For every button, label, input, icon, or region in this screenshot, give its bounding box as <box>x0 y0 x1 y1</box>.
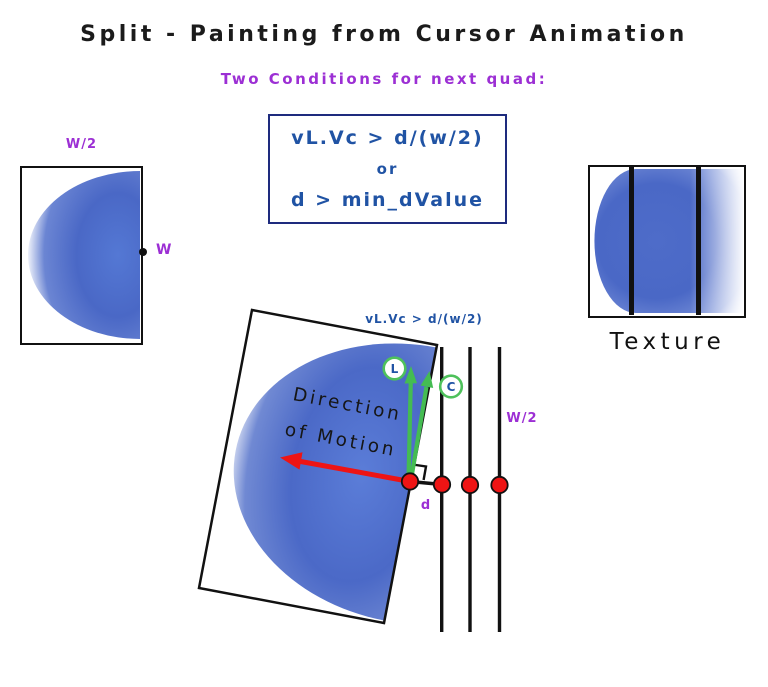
page-title: Split - Painting from Cursor Animation <box>80 22 688 47</box>
d-distance-segment <box>409 479 443 487</box>
texture-split-line-2 <box>696 167 701 315</box>
c-badge-label: C <box>447 380 456 394</box>
left-quad-gradient-blob <box>28 171 140 339</box>
cursor-dot-4 <box>490 475 509 495</box>
left-quad-figure <box>20 166 143 345</box>
l-badge-circle <box>382 356 407 381</box>
condition-line-2: d > min_dValue <box>290 189 485 211</box>
d-label: d <box>420 498 432 513</box>
green-arrow-l-head <box>404 366 417 384</box>
cursor-dot-3 <box>460 475 480 495</box>
left-figure-w-label: W <box>156 242 173 258</box>
texture-split-line-1 <box>629 167 634 315</box>
c-badge-circle <box>438 374 464 399</box>
quad-condition-label: vL.Vc > d/(w/2) <box>365 312 483 326</box>
width-marker-dot <box>139 248 147 256</box>
cursor-dot-2 <box>432 475 452 494</box>
texture-gradient-blob <box>594 167 743 315</box>
red-direction-arrow-head <box>280 452 303 470</box>
line-spacing-label: W/2 <box>506 411 538 426</box>
condition-box: vL.Vc > d/(w/2) or d > min_dValue <box>268 114 507 224</box>
cursor-dot-1 <box>400 472 420 491</box>
texture-caption: Texture <box>609 329 726 355</box>
green-arrow-c-head <box>420 371 434 388</box>
direction-of-motion-label: Direction of Motion <box>261 373 428 473</box>
left-figure-width-label: W/2 <box>65 137 98 152</box>
page-subtitle: Two Conditions for next quad: <box>220 70 548 88</box>
condition-line-1: vL.Vc > d/(w/2) <box>291 127 484 149</box>
l-badge-label: L <box>391 362 399 376</box>
texture-figure <box>588 165 746 318</box>
condition-line-or: or <box>376 160 399 178</box>
